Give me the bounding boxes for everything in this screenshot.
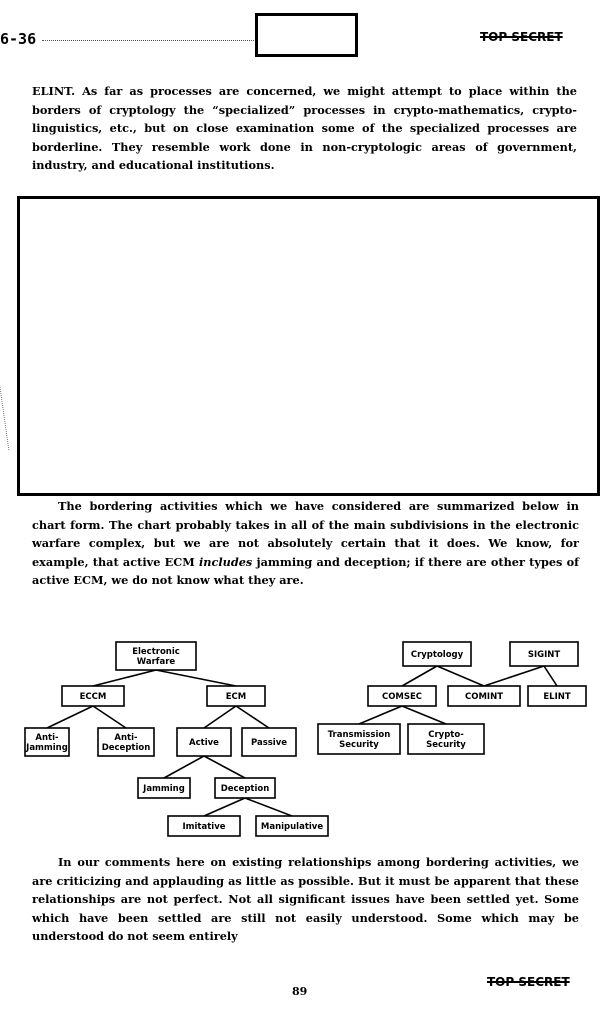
classification-marking-bottom: TOP SECRET [487, 975, 570, 989]
chart-node-label: Deception [102, 743, 151, 753]
chart-node-box [509, 641, 579, 667]
chart-edge-sigint-comint [483, 665, 545, 687]
chart-node-label: Warfare [137, 657, 176, 667]
chart-node-box [167, 815, 241, 837]
chart-node-label: Security [339, 740, 379, 750]
paragraph-relationships: In our comments here on existing relatio… [32, 855, 579, 943]
chart-node-crypto: Cryptology [402, 641, 472, 667]
chart-node-label: ECCM [80, 692, 107, 702]
chart-node-box [24, 727, 70, 757]
paragraph-chart-intro: The bordering activities which we have c… [32, 497, 579, 590]
chart-node-elint: ELINT [527, 685, 587, 707]
redaction-box-body [17, 196, 600, 496]
chart-edge-deception-imitative [203, 797, 246, 817]
chart-node-box [241, 727, 297, 757]
chart-node-eccm: ECCM [61, 685, 125, 707]
chart-node-box [97, 727, 155, 757]
chart-node-antidec: Anti-Deception [97, 727, 155, 757]
chart-node-box [137, 777, 191, 799]
chart-edge-ecm-passive [235, 705, 270, 729]
chart-node-deception: Deception [214, 777, 276, 799]
chart-node-box [255, 815, 329, 837]
chart-edge-eccm-antidec [92, 705, 127, 729]
chart-node-box [407, 723, 485, 755]
chart-edge-crypto-comsec [401, 665, 438, 687]
chart-edge-sigint-elint [543, 665, 558, 687]
chart-node-label: Anti- [114, 733, 138, 743]
chart-node-antijam: Anti-Jamming [24, 727, 70, 757]
chart-node-ecm: ECM [206, 685, 266, 707]
chart-edge-deception-manip [244, 797, 293, 817]
chart-edge-crypto-comint [436, 665, 485, 687]
chart-node-box [317, 723, 401, 755]
chart-edge-comsec-cryptosec [401, 705, 447, 725]
chart-node-box [527, 685, 587, 707]
chart-node-label: Manipulative [261, 822, 323, 832]
chart-node-label: COMSEC [382, 692, 422, 702]
chart-node-sigint: SIGINT [509, 641, 579, 667]
chart-node-box [61, 685, 125, 707]
chart-node-label: Deception [221, 784, 270, 794]
chart-node-label: ECM [226, 692, 247, 702]
classification-marking-top: TOP SECRET [480, 30, 563, 44]
document-reference-number: 6-36 [0, 30, 37, 48]
chart-edge-ecm-active [203, 705, 237, 729]
chart-node-label: Cryptology [411, 650, 464, 660]
chart-node-label: Electronic [132, 647, 180, 657]
chart-node-label: Security [426, 740, 466, 750]
chart-node-cryptosec: Crypto-Security [407, 723, 485, 755]
chart-node-label: Active [189, 738, 219, 748]
chart-node-box [402, 641, 472, 667]
chart-node-label: COMINT [465, 692, 503, 702]
chart-node-label: Jamming [25, 743, 68, 753]
chart-edge-active-jamming [163, 755, 205, 779]
chart-node-label: Jamming [142, 784, 185, 794]
chart-node-box [176, 727, 232, 757]
paragraph-chart-intro-part2: jamming and deception; if there are othe… [32, 554, 580, 588]
chart-node-label: Anti- [35, 733, 59, 743]
chart-node-jamming: Jamming [137, 777, 191, 799]
paragraph-elint: ELINT. As far as processes are concerned… [32, 84, 577, 172]
chart-node-box [214, 777, 276, 799]
chart-node-imitative: Imitative [167, 815, 241, 837]
chart-node-comint: COMINT [447, 685, 521, 707]
chart-node-label: Passive [251, 738, 287, 748]
paragraph-chart-intro-part1: The bordering activities which we have c… [32, 499, 579, 569]
chart-edge-ew-ecm [155, 669, 237, 687]
chart-node-label: ELINT [543, 692, 570, 702]
chart-node-label: Imitative [182, 822, 225, 832]
chart-node-manip: Manipulative [255, 815, 329, 837]
chart-node-comsec: COMSEC [367, 685, 437, 707]
chart-edge-ew-eccm [92, 669, 157, 687]
chart-node-box [206, 685, 266, 707]
chart-node-active: Active [176, 727, 232, 757]
chart-node-label: Crypto- [428, 730, 464, 740]
redaction-box-header [255, 13, 358, 57]
chart-node-passive: Passive [241, 727, 297, 757]
page-number: 89 [292, 985, 308, 998]
chart-node-label: SIGINT [528, 650, 561, 660]
chart-node-box [115, 641, 197, 671]
chart-edge-comsec-transsec [358, 705, 403, 725]
chart-node-label: Transmission [328, 730, 391, 740]
chart-edge-eccm-antijam [46, 705, 94, 729]
chart-edge-active-deception [203, 755, 246, 779]
chart-node-box [367, 685, 437, 707]
emphasis-includes: includes [198, 554, 253, 569]
reference-dotted-line [42, 40, 254, 41]
chart-node-box [447, 685, 521, 707]
